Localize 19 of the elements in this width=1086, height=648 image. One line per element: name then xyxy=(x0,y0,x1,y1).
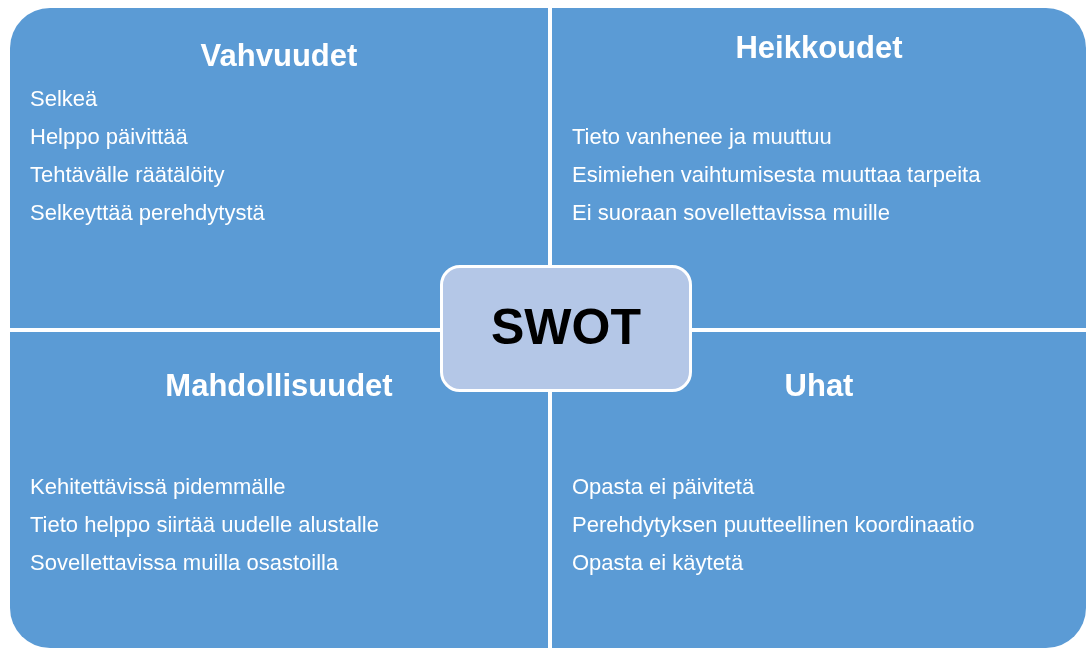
list-item: Tehtävälle räätälöity xyxy=(30,162,225,188)
quadrant-heading: Uhat xyxy=(784,368,854,404)
list-item: Selkeä xyxy=(30,86,98,112)
list-item: Tieto vanhenee ja muuttuu xyxy=(572,124,832,150)
quadrant-heading: Heikkoudet xyxy=(735,30,903,66)
list-item: Ei suoraan sovellettavissa muille xyxy=(572,200,890,226)
list-item: Perehdytyksen puutteellinen koordinaatio xyxy=(572,512,975,538)
list-item: Esimiehen vaihtumisesta muuttaa tarpeita xyxy=(572,162,981,188)
quadrant-heading: Vahvuudet xyxy=(200,38,358,74)
list-item: Kehitettävissä pidemmälle xyxy=(30,474,286,500)
list-item: Helppo päivittää xyxy=(30,124,188,150)
list-item: Opasta ei päivitetä xyxy=(572,474,755,500)
center-title: SWOT xyxy=(490,298,642,356)
list-item: Opasta ei käytetä xyxy=(572,550,744,576)
center-box xyxy=(440,265,692,392)
quadrant-heading: Mahdollisuudet xyxy=(165,368,393,404)
list-item: Sovellettavissa muilla osastoilla xyxy=(30,550,339,576)
list-item: Selkeyttää perehdytystä xyxy=(30,200,265,226)
list-item: Tieto helppo siirtää uudelle alustalle xyxy=(30,512,379,538)
